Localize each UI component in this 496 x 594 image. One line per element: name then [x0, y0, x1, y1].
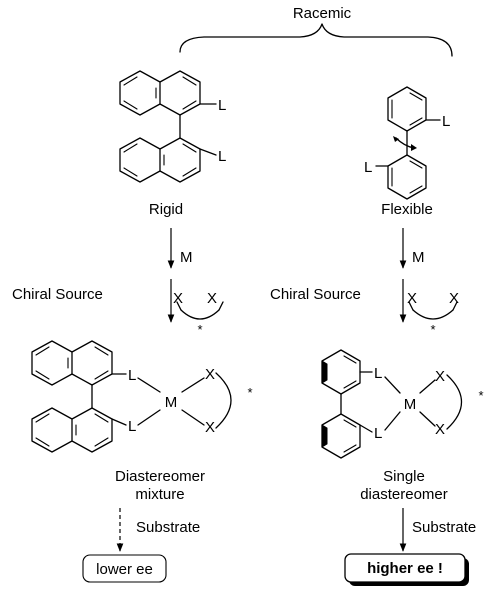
rigid-complex-x-bottom: X: [205, 419, 215, 436]
rigid-metal-complex: [31, 340, 232, 453]
single-diastereomer-line2: diastereomer: [360, 486, 448, 503]
left-star-1: *: [197, 322, 202, 337]
racemic-bracket: [179, 23, 453, 57]
right-substrate-label: Substrate: [412, 519, 476, 536]
right-x-1: X: [407, 290, 417, 307]
flexible-metal-label: M: [412, 249, 425, 266]
flexible-complex-l-top: L: [374, 365, 382, 382]
rigid-complex-x-top: X: [205, 366, 215, 383]
flexible-metal-complex: [321, 349, 462, 459]
flexible-label: Flexible: [381, 201, 433, 218]
racemic-label: Racemic: [293, 5, 352, 22]
left-x-1: X: [173, 290, 183, 307]
rigid-complex-metal: M: [165, 394, 178, 411]
rigid-ligand-l-bottom: L: [218, 148, 226, 165]
left-chiral-source-label: Chiral Source: [12, 286, 103, 303]
right-chiral-diol: [408, 301, 458, 320]
diastereomer-mixture-line2: mixture: [135, 486, 184, 503]
left-chiral-diol: [176, 301, 224, 320]
lower-ee-text: lower ee: [96, 561, 153, 578]
rigid-complex-l-bottom: L: [128, 418, 136, 435]
flexible-complex-l-bottom: L: [374, 425, 382, 442]
rigid-complex-l-top: L: [128, 367, 136, 384]
lower-ee-box: lower ee: [82, 554, 167, 583]
flexible-complex-metal: M: [404, 396, 417, 413]
flexible-complex-x-top: X: [435, 368, 445, 385]
right-x-2: X: [449, 290, 459, 307]
flexible-ligand-l-bottom: L: [364, 159, 372, 176]
higher-ee-box: higher ee !: [344, 553, 469, 586]
single-diastereomer-line1: Single: [383, 468, 425, 485]
right-star-2: *: [478, 388, 483, 403]
higher-ee-text: higher ee !: [367, 560, 443, 577]
left-x-2: X: [207, 290, 217, 307]
rigid-metal-label: M: [180, 249, 193, 266]
rigid-binaphthyl-ligand: [119, 70, 217, 183]
rigid-ligand-l-top: L: [218, 97, 226, 114]
right-chiral-source-label: Chiral Source: [270, 286, 361, 303]
left-star-2: *: [247, 385, 252, 400]
rigid-label: Rigid: [149, 201, 183, 218]
diastereomer-mixture-line1: Diastereomer: [115, 468, 205, 485]
right-star-1: *: [430, 322, 435, 337]
left-substrate-label: Substrate: [136, 519, 200, 536]
flexible-ligand-l-top: L: [442, 113, 450, 130]
flexible-complex-x-bottom: X: [435, 421, 445, 438]
flexible-biphenyl-ligand: [375, 86, 441, 200]
